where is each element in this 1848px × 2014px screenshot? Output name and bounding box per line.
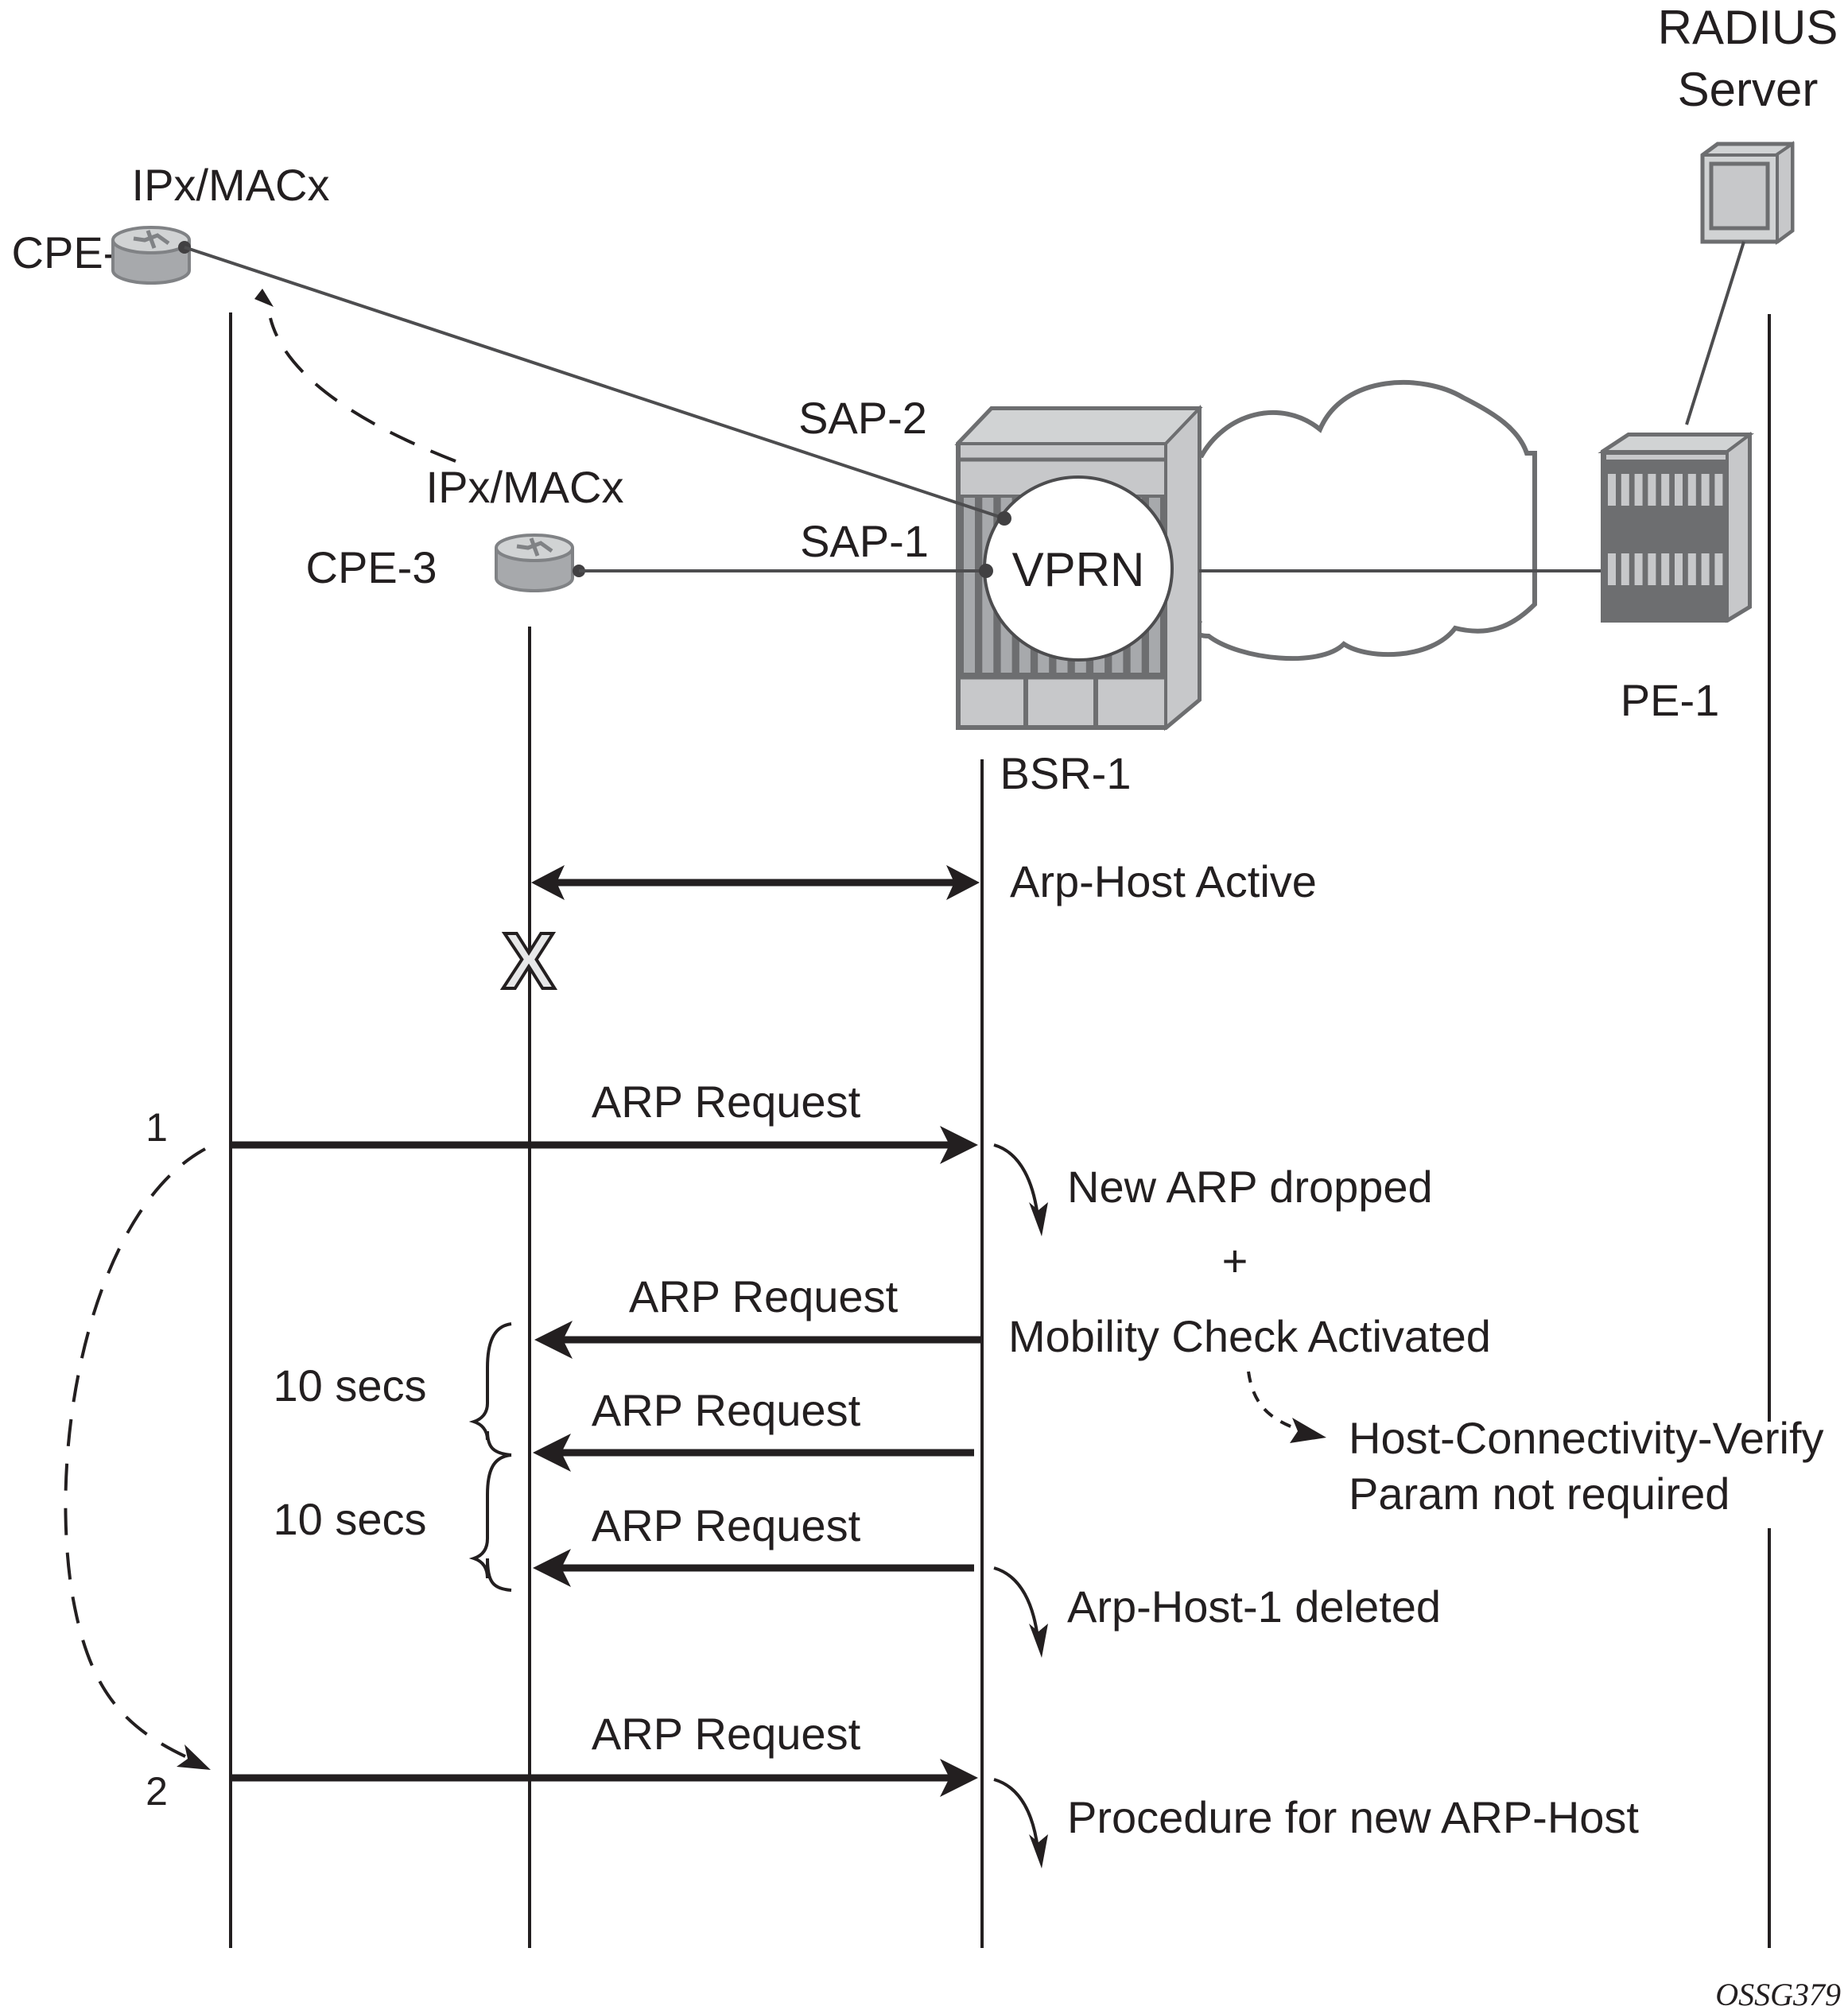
msg-5-arrowhead [940, 1759, 978, 1797]
note-hcv-line1: Host-Connectivity-Verify [1349, 1413, 1824, 1463]
msg-4-arrowhead [533, 1549, 571, 1587]
cpe4-router-icon [111, 226, 191, 285]
sap1-port [979, 564, 993, 578]
msg-3-label: ARP Request [592, 1385, 861, 1435]
step-1-label: 1 [146, 1105, 168, 1150]
link-failure-x-icon: X [503, 917, 556, 1006]
retry-dashed-arrow [64, 1147, 206, 1759]
sap2-port [997, 511, 1011, 526]
radius-server-icon [1700, 141, 1795, 245]
host-move-dashed-arrow [269, 317, 456, 463]
note-hcv-line2: Param not required [1349, 1469, 1730, 1519]
pe-slot [1634, 474, 1643, 506]
note-host-deleted: Arp-Host-1 deleted [1067, 1581, 1441, 1632]
pe1-label: PE-1 [1621, 675, 1720, 725]
pe-slot [1687, 553, 1696, 585]
msg-5-label: ARP Request [592, 1709, 861, 1759]
arp-host-active-label: Arp-Host Active [1010, 856, 1317, 906]
msg-2-label: ARP Request [629, 1271, 899, 1321]
pe-slot [1621, 553, 1629, 585]
note-plus: + [1222, 1236, 1248, 1286]
pe-slot [1687, 474, 1696, 506]
interval-brace-2 [468, 1453, 512, 1592]
pe1-router-icon [1598, 432, 1754, 623]
pe-slot [1661, 553, 1670, 585]
msg-1-arrowhead [940, 1126, 978, 1164]
msg-2-arrowhead [534, 1321, 573, 1359]
sap2-label: SAP-2 [798, 393, 927, 443]
note-arrowhead-deleted [1029, 1624, 1048, 1658]
note-arrowhead-procedure [1029, 1834, 1048, 1868]
note-arrow-deleted [993, 1566, 1039, 1639]
cpe3-router-icon [495, 534, 574, 592]
note-arrowhead-dropped [1029, 1202, 1048, 1236]
step-2-label: 2 [146, 1769, 168, 1814]
pe-slot [1661, 474, 1670, 506]
sap2-link [184, 246, 1005, 520]
arrowhead-right [946, 865, 980, 900]
pe-slot [1714, 474, 1723, 506]
cpe4-address-label: IPx/MACx [132, 160, 330, 210]
pe-slot [1648, 553, 1656, 585]
pe-slot [1621, 474, 1629, 506]
pe-slot [1701, 474, 1710, 506]
note-arrow-procedure [993, 1778, 1039, 1849]
cpe3-label: CPE-3 [306, 542, 437, 592]
msg-3-arrowhead [533, 1434, 571, 1472]
host-move-arrowhead [254, 289, 274, 307]
radius-pe1-link [1685, 241, 1745, 425]
pe-slot [1608, 553, 1616, 585]
pe-slot [1648, 474, 1656, 506]
cpe3-address-label: IPx/MACx [426, 462, 624, 512]
note-arrow-dropped [993, 1143, 1039, 1217]
msg-1-label: ARP Request [592, 1077, 861, 1127]
radius-label-line1: RADIUS [1658, 1, 1838, 54]
arrowhead-left [531, 865, 565, 900]
note-procedure-new-host: Procedure for new ARP-Host [1067, 1792, 1639, 1842]
bsr-slot [964, 498, 975, 673]
retry-arrowhead [177, 1744, 211, 1770]
pe-slot [1634, 553, 1643, 585]
interval-1-label: 10 secs [274, 1360, 427, 1411]
note-new-arp-dropped: New ARP dropped [1067, 1162, 1433, 1212]
pe-slot [1675, 474, 1683, 506]
radius-label-line2: Server [1678, 63, 1819, 116]
vprn-label: VPRN [1012, 543, 1145, 596]
pe-slot [1714, 553, 1723, 585]
network-cloud-icon [1193, 380, 1537, 662]
sap1-label: SAP-1 [800, 516, 929, 566]
figure-id: OSSG379 [1715, 1977, 1841, 2012]
note-mobility-check: Mobility Check Activated [1008, 1311, 1491, 1361]
bsr1-label: BSR-1 [1000, 748, 1132, 798]
interval-brace-1 [468, 1322, 512, 1457]
note-arrow-hcv [1247, 1371, 1305, 1433]
interval-2-label: 10 secs [274, 1494, 427, 1544]
pe-slot [1675, 553, 1683, 585]
msg-4-label: ARP Request [592, 1500, 861, 1550]
pe-slot [1608, 474, 1616, 506]
note-arrowhead-hcv [1290, 1418, 1326, 1443]
pe-slot [1701, 553, 1710, 585]
